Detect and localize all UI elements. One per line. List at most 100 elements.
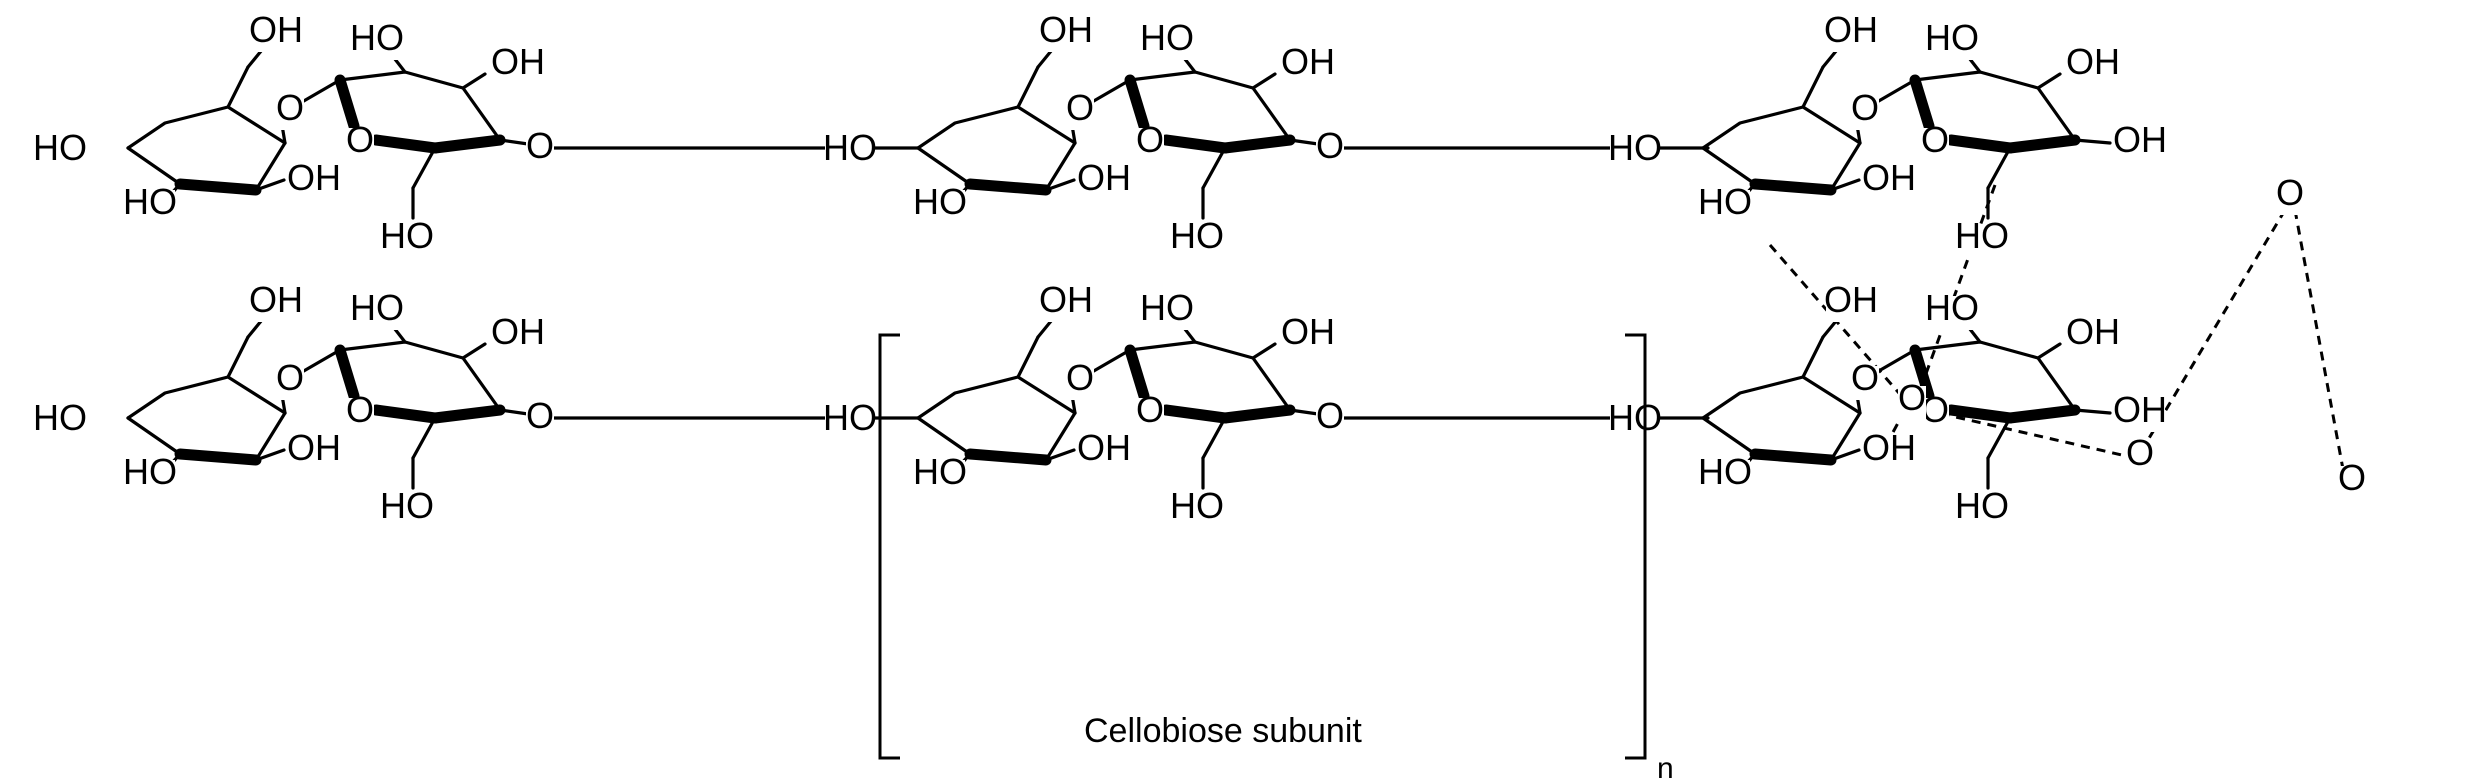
bottom-chain-unit1-a-oh-c3-mask xyxy=(1079,436,1129,470)
top-chain-unit1-a-oh-c3: OH xyxy=(1077,157,1131,198)
bottom-chain-unit1-b-ho-c2: HO xyxy=(1140,287,1194,328)
top-chain-unit1-a-oh-c6: OH xyxy=(1039,9,1093,50)
bottom-chain-unit2-a-oh-c6: OH xyxy=(1824,279,1878,320)
right-bracket xyxy=(1625,333,1647,760)
top-chain-unit2-b-c3o xyxy=(2036,72,2062,90)
top-chain-unit1-ho-c1: HO xyxy=(823,127,877,168)
top-chain-unit2-a-ho-c2-mask xyxy=(1700,190,1750,224)
bottom-chain-unit0-ho-c1-mask xyxy=(35,406,85,440)
bottom-chain-unit1-b-ring-top xyxy=(1128,340,1292,412)
top-chain-unit2-b-ho-c6: HO xyxy=(1955,215,2009,256)
hydrogen-bond-4 xyxy=(2293,209,2347,481)
bottom-chain-unit0-b-ring-bold-right xyxy=(429,404,506,424)
bottom-chain-unit2-b-ring-top xyxy=(1913,340,2077,412)
top-chain-unit1-link-o-mask xyxy=(1316,134,1344,168)
bottom-chain-unit2-a-ring-c1c2 xyxy=(1701,416,1757,456)
bottom-chain-unit1-a-ring-c4c3 xyxy=(1044,411,1077,462)
bottom-chain-unit2-b-c6 xyxy=(1986,416,2012,460)
top-chain-unit0-b-ho-c6: HO xyxy=(380,215,434,256)
bottom-chain-unit1-b-c6 xyxy=(1201,416,1227,460)
bottom-chain-unit0-b-ho-c6-mask xyxy=(382,494,432,528)
top-chain-unit0-a-oh-c6: OH xyxy=(249,9,303,50)
bottom-chain-unit1-link-o: O xyxy=(1316,395,1344,436)
top-chain-unit0-ho-c1-mask xyxy=(35,136,85,170)
bottom-chain-unit1-b-ring-bold-right xyxy=(1219,404,1296,424)
top-chain-unit1-gly-o-mask xyxy=(1066,96,1094,130)
bottom-chain-unit0-link-o: O xyxy=(526,395,554,436)
bottom-chain-unit1-a-oh-c6: OH xyxy=(1039,279,1093,320)
bottom-chain-unit2-a-ho-c2-mask xyxy=(1700,460,1750,494)
bottom-chain-unit2-b-c3o xyxy=(2036,342,2062,360)
top-chain-unit2-gly-o: O xyxy=(1851,87,1879,128)
bottom-chain-unit1-b-c3o xyxy=(1251,342,1277,360)
hydrogen-bond-2 xyxy=(1924,408,2136,460)
bottom-chain-unit1-b-ho-c6: HO xyxy=(1170,485,1224,526)
top-chain-unit2-b-ring-o-mask xyxy=(1921,128,1949,162)
bottom-chain-unit0-b-ring-top xyxy=(338,340,502,412)
hbond-right-o: O xyxy=(2338,457,2366,498)
bottom-chain-unit0-link-o-mask xyxy=(526,404,554,438)
bottom-chain-unit0-b-ho-c2: HO xyxy=(350,287,404,328)
top-chain-unit1-a-ring-bold xyxy=(964,178,1052,196)
top-chain-unit1-a-c6 xyxy=(1016,65,1040,109)
bottom-chain-unit0-b-ring-bold-bottom xyxy=(370,404,441,424)
bottom-chain-unit2-a-c3o xyxy=(1829,448,1861,462)
bottom-chain-unit2-a-c6 xyxy=(1801,335,1825,379)
bottom-chain-unit1-a-oh-c6-mask xyxy=(1041,288,1091,322)
top-chain-unit1-a-ring-c4c3 xyxy=(1044,141,1077,192)
top-chain-unit2-a-ring-bold xyxy=(1749,178,1837,196)
top-chain-unit2-b-oh-c3: OH xyxy=(2066,41,2120,82)
top-chain-unit2-a-ring-c4c3 xyxy=(1829,141,1862,192)
top-chain-unit2-b-c6 xyxy=(1986,146,2012,190)
bottom-chain-unit2-a-ring-bold xyxy=(1749,448,1837,466)
hbond-upper-o-mask xyxy=(2276,181,2304,215)
bottom-chain-unit0-a-ring-c4c3 xyxy=(254,411,287,462)
top-chain-unit0-b-ring-bold-left xyxy=(334,74,360,132)
bottom-chain-unit2-b-ho-c2-mask xyxy=(1927,296,1977,330)
top-chain-unit0-a-c6 xyxy=(226,65,250,109)
top-chain-unit2-a-oh-c6-mask xyxy=(1826,18,1876,52)
top-chain-unit2-ho-c1: HO xyxy=(1608,127,1662,168)
hbond-lower-o-mask xyxy=(2126,441,2154,475)
bottom-chain-unit1-a-ring-top xyxy=(916,375,1077,420)
top-chain-unit1-a-ring-top xyxy=(916,105,1077,150)
top-chain-unit0-b-c3o xyxy=(461,72,487,90)
top-chain-end-oh-mask xyxy=(2115,128,2165,162)
bottom-chain-unit2-gly-o: O xyxy=(1851,357,1879,398)
bottom-chain-unit1-link-o-mask xyxy=(1316,404,1344,438)
top-chain-unit1-b-ring-bold-bottom xyxy=(1160,134,1231,154)
hbond-lower-o: O xyxy=(2126,432,2154,473)
top-chain-unit2-gly-o-mask xyxy=(1851,96,1879,130)
top-chain-unit0-a-oh-c3: OH xyxy=(287,157,341,198)
top-chain-unit1-a-ring-c1c2 xyxy=(916,146,972,186)
bonds-layer xyxy=(126,43,2112,490)
top-chain-unit0-b-ring-bold-right xyxy=(429,134,506,154)
top-chain-unit1-gly2 xyxy=(1090,78,1132,104)
top-chain-unit2-a-ring-top xyxy=(1701,105,1862,150)
top-chain-unit0-a-ring-c4c3 xyxy=(254,141,287,192)
top-chain-unit2-a-c3o xyxy=(1829,178,1861,192)
bottom-chain-end-oh-mask xyxy=(2115,398,2165,432)
bottom-chain-unit1-gly2 xyxy=(1090,348,1132,374)
bottom-chain-unit1-gly-o: O xyxy=(1066,357,1094,398)
top-chain-unit1-b-ho-c2: HO xyxy=(1140,17,1194,58)
hbond-upper-o: O xyxy=(2276,172,2304,213)
bottom-chain-unit2-a-oh-c3-mask xyxy=(1864,436,1914,470)
top-chain-unit1-a-ho-c2: HO xyxy=(913,181,967,222)
top-chain-unit0-link-o: O xyxy=(526,125,554,166)
bottom-chain-unit2-gly-o-mask xyxy=(1851,366,1879,400)
top-chain-unit1-b-ring-bold-left xyxy=(1124,74,1150,132)
bottom-chain-unit0-a-ho-c2-mask xyxy=(125,460,175,494)
top-chain-unit2-b-ho-c2-mask xyxy=(1927,26,1977,60)
top-chain-unit2-b-ring-top xyxy=(1913,70,2077,142)
top-chain-unit0-b-ring-bold-bottom xyxy=(370,134,441,154)
top-chain-unit2-b-ring-bold-bottom xyxy=(1945,134,2016,154)
top-chain-unit1-b-ring-top xyxy=(1128,70,1292,142)
bottom-chain-unit1-a-ho-c2: HO xyxy=(913,451,967,492)
top-chain-unit0-b-ho-c2: HO xyxy=(350,17,404,58)
bottom-chain-unit0-a-c6 xyxy=(226,335,250,379)
hydrogen-bonds-layer xyxy=(1768,184,2347,481)
bottom-chain-unit2-a-oh-c6-mask xyxy=(1826,288,1876,322)
bottom-chain-unit0-a-ring-top xyxy=(126,375,287,420)
bottom-chain-unit1-a-ho-c2-mask xyxy=(915,460,965,494)
